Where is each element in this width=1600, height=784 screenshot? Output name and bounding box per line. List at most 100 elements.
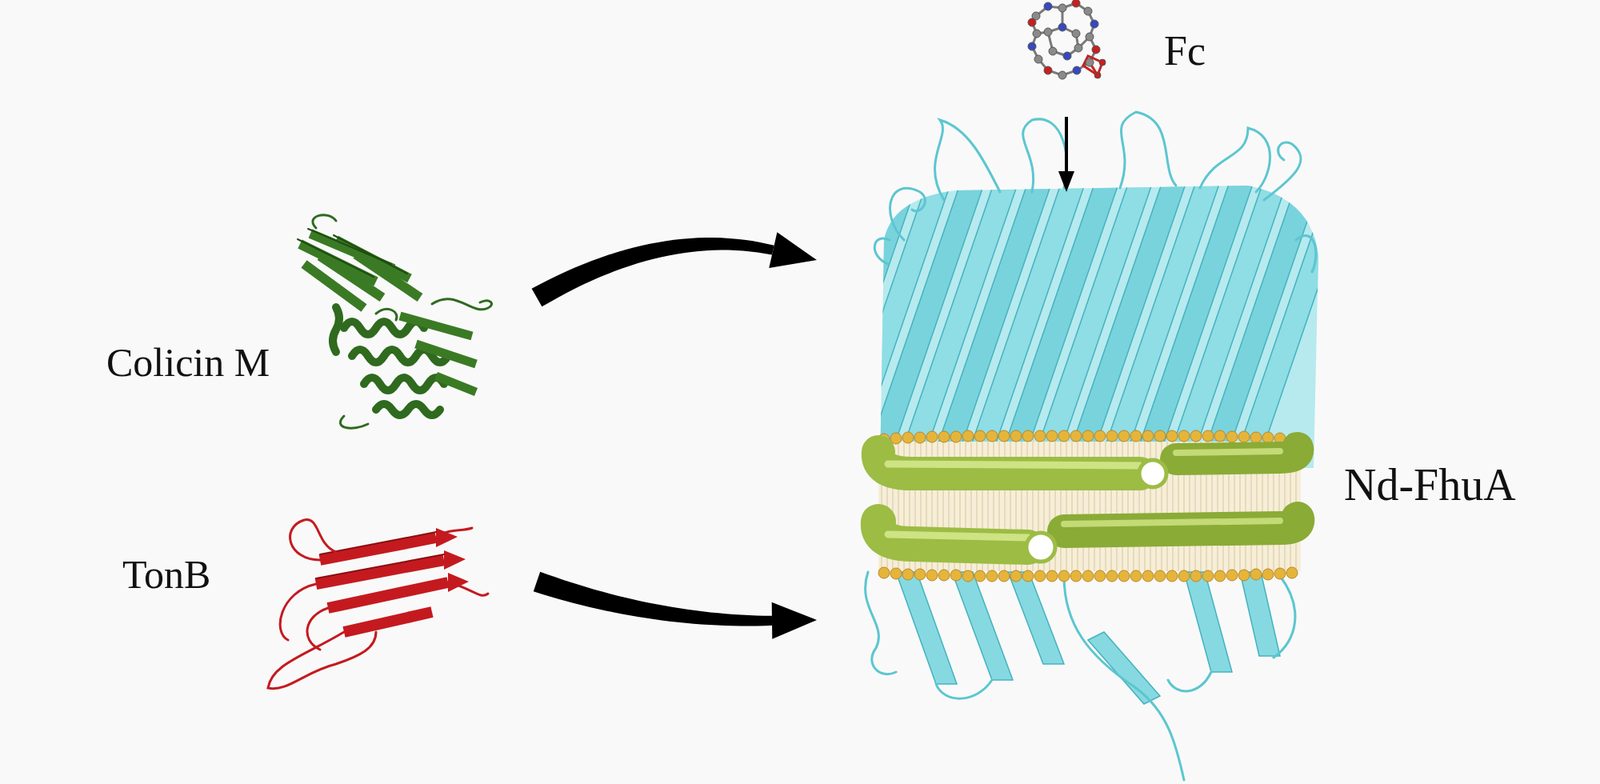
arrow-head (772, 602, 817, 640)
fhua-barrel-part-part (796, 184, 1320, 464)
nanodisc-part-part (926, 431, 938, 443)
colicin-m-protein-part (432, 299, 492, 310)
nanodisc-part-part (1058, 430, 1070, 442)
fhua-barrel-part-part (890, 188, 926, 240)
fhua-barrel-part-part (1064, 576, 1184, 780)
nanodisc-part (878, 430, 1298, 582)
nanodisc-part-part (1094, 430, 1106, 442)
nanodisc-part-part (1214, 430, 1226, 442)
nanodisc-part-part (1154, 430, 1166, 442)
nanodisc-part-part (1238, 569, 1250, 581)
nanodisc-part-part (890, 568, 902, 580)
fhua-barrel-part (796, 176, 1354, 480)
fhua-barrel-part-part (872, 176, 1328, 480)
fc-molecule-part-part (1072, 0, 1080, 8)
fc-molecule-part-part (1044, 66, 1052, 75)
nanodisc-part-part (950, 569, 962, 581)
nanodisc-part-part (998, 430, 1010, 442)
protein-label: Fc (1164, 27, 1206, 76)
tonb-protein-part (268, 520, 488, 689)
colicin-m-protein-part-part (297, 239, 374, 277)
tonb-protein-part-part (280, 584, 316, 640)
tonb-protein-part-part (448, 582, 488, 596)
nanodisc-part-part (1202, 430, 1214, 442)
nanodisc-part-part (1106, 570, 1118, 582)
tonb-protein-part-part (328, 582, 448, 608)
nanodisc-part-part (1178, 570, 1190, 582)
nanodisc-part-part (1034, 430, 1046, 442)
fc-molecule-part-part (1092, 45, 1100, 54)
nanodisc-part-part (1010, 430, 1022, 442)
nanodisc-part-part (974, 570, 986, 582)
fc-molecule-part-part (1099, 59, 1106, 66)
fhua-barrel-part-part (830, 184, 1354, 464)
colicin-m-protein-part-part (436, 376, 476, 392)
tonb-protein-part-part (268, 632, 376, 689)
curved-arrow (532, 232, 817, 307)
nanodisc-part-part (1070, 570, 1082, 582)
fc-molecule-part-part (1063, 52, 1072, 60)
protein-label: TonB (122, 552, 211, 599)
fc-molecule-part-part (1094, 72, 1101, 79)
nanodisc-part-part (1010, 570, 1022, 582)
protein-label: Nd-FhuA (1344, 459, 1516, 511)
fc-molecule-part-part (1058, 4, 1067, 12)
nanodisc-part-part (1176, 448, 1298, 460)
colicin-m-protein-part (400, 316, 476, 392)
nanodisc-part-part (1034, 570, 1046, 582)
nanodisc-part-part (1274, 568, 1286, 580)
nanodisc-part-part (962, 430, 974, 442)
protein-label-box: TonB (116, 512, 532, 700)
arrow-shaft (532, 237, 775, 307)
nanodisc-part-part (938, 431, 950, 443)
fhua-barrel-part (896, 572, 1280, 704)
fc-molecule-part-part (1085, 32, 1094, 41)
fhua-barrel-part-part (1088, 632, 1160, 704)
nanodisc-part-part (1250, 432, 1262, 444)
nanodisc (878, 430, 1301, 582)
fhua-barrel-part-part (1023, 119, 1068, 192)
fc-molecule-part-part (1028, 18, 1036, 27)
nanodisc-part-part (1190, 570, 1202, 582)
fc-molecule-part-part (1048, 47, 1057, 56)
fc-molecule-part-part (1072, 29, 1080, 38)
colicin-m-protein (297, 215, 492, 428)
nanodisc-part-part (1202, 570, 1214, 582)
arrow-shaft (1064, 116, 1068, 172)
fhua-barrel-part-part (1200, 128, 1271, 192)
nanodisc-part-part (1082, 570, 1094, 582)
nanodisc-part-part (926, 569, 938, 581)
fc-molecule-part-part (1072, 66, 1081, 75)
nanodisc-part-part (1118, 430, 1130, 442)
nanodisc-part (1139, 460, 1167, 488)
nanodisc-part-part (1176, 451, 1280, 453)
fhua-barrel-part-part (1264, 142, 1301, 200)
nanodisc-part-part (1094, 570, 1106, 582)
arrow-head (768, 232, 817, 268)
nanodisc-part-part (1070, 430, 1082, 442)
fhua-barrel-part-part (874, 238, 890, 264)
nanodisc-part-part (1082, 430, 1094, 442)
nanodisc-part-part (1262, 568, 1274, 580)
fhua-barrel-part-part (1273, 576, 1296, 658)
tonb-protein-part-part (320, 537, 436, 560)
fhua-barrel-part-part (935, 120, 1000, 200)
fhua-barrel-part (865, 572, 1296, 780)
nanodisc-part-part (1286, 567, 1298, 579)
nanodisc-part-part (1166, 570, 1178, 582)
nanodisc-part-part (1064, 520, 1280, 524)
fc-molecule-part-part (1044, 2, 1052, 11)
arrow-head (1058, 171, 1075, 192)
tonb-protein-part-part (316, 560, 444, 584)
nanodisc-part-part (986, 430, 998, 442)
nanodisc-part-part (1046, 570, 1058, 582)
tonb-protein (268, 520, 488, 689)
colicin-m-protein-part (376, 309, 397, 320)
tonb-protein-part-part (290, 520, 336, 560)
nanodisc-part-part (962, 570, 974, 582)
colicin-m-protein-part-part (416, 344, 476, 364)
colicin-m-protein-part-part (364, 377, 444, 391)
fc-molecule-part-part (1032, 29, 1041, 38)
fhua-barrel-part-part (936, 680, 992, 699)
protein-label-box: Colicin M (100, 209, 532, 434)
